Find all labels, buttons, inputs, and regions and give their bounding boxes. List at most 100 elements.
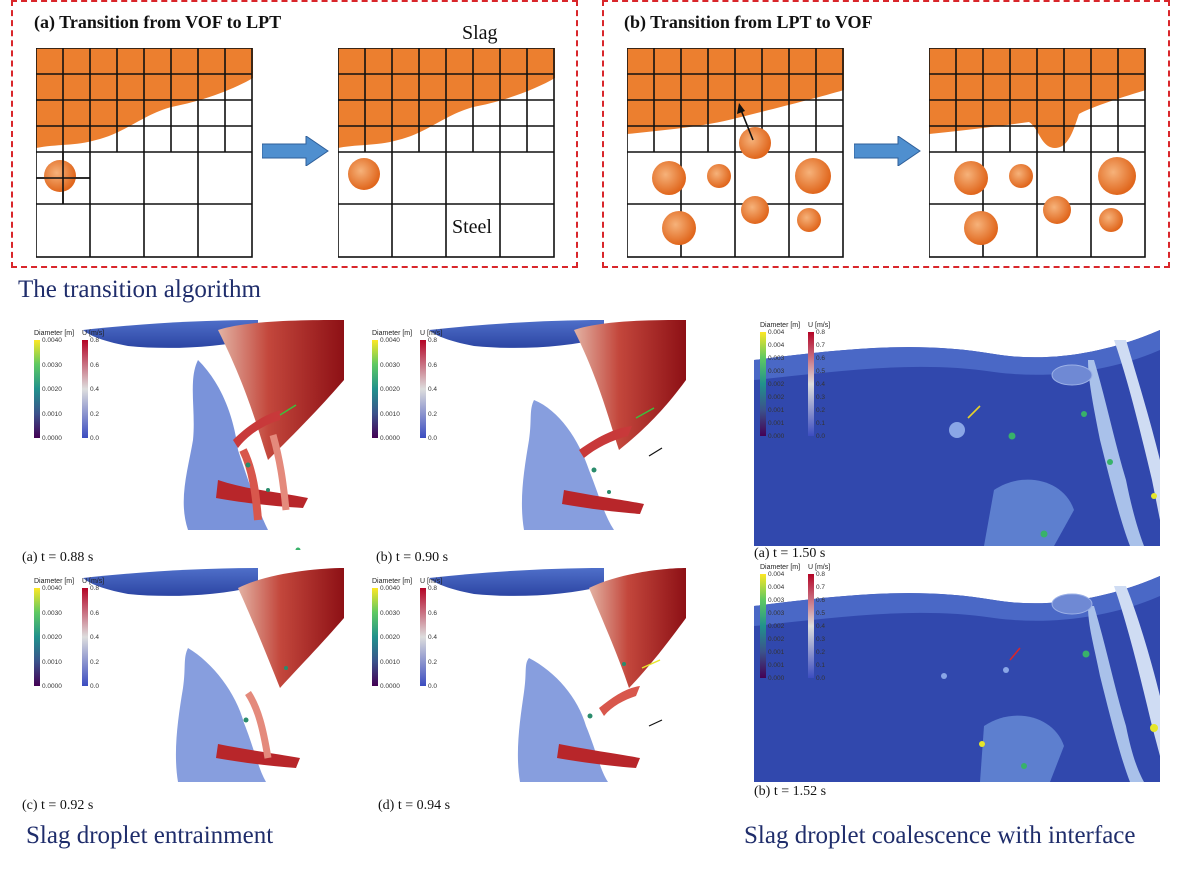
- coalesce-2-u-tick: 0.3: [816, 636, 826, 643]
- entrain-4-diameter-tick: 0.0040: [380, 585, 400, 592]
- coalesce-1-u-tick: 0.4: [816, 381, 826, 388]
- entrain-3-u-tick: 0.8: [90, 585, 100, 592]
- entrainment-label-4: (d) t = 0.94 s: [378, 798, 451, 813]
- coalescence-caption: Slag droplet coalescence with interface: [744, 822, 1136, 849]
- coalescence-frame-1: (a) t = 1.50 s: [754, 320, 1160, 561]
- coalesce-2-diameter-tick: 0.003: [768, 610, 785, 617]
- coalesce-2-u-title: U [m/s]: [808, 564, 831, 571]
- entrain-4-u-tick: 0.6: [428, 609, 438, 617]
- entrain-2-u-tick: 0.6: [428, 361, 438, 369]
- entrain-3-diameter-tick: 0.0010: [42, 658, 62, 666]
- entrain-4-diameter-title: Diameter [m]: [372, 578, 413, 585]
- entrain-4-diameter-tick: 0.0020: [380, 634, 400, 641]
- entrain-3-u-tick: 0.0: [90, 683, 100, 690]
- lpt-grid-before: [627, 48, 844, 258]
- coalesce-2-u-tick: 0.7: [816, 584, 826, 591]
- vof-grid-before: [36, 48, 253, 258]
- entrain-2-diameter-tick: 0.0030: [380, 361, 400, 369]
- slag-label: Slag: [462, 22, 498, 44]
- entrainment-frame-4: (d) t = 0.94 s: [364, 568, 694, 813]
- coalesce-2-diameter-tick: 0.002: [768, 623, 785, 630]
- coalesce-2-diameter-tick: 0.000: [768, 675, 785, 682]
- vof-grid-after: [338, 48, 555, 258]
- coalesce-1-diameter-tick: 0.003: [768, 355, 785, 362]
- lpt-grid-after: [929, 48, 1146, 258]
- panel-a-frame: [11, 0, 578, 268]
- coalesce-2-diameter-colorbar: [760, 574, 766, 678]
- entrain-1-u-title: U [m/s]: [82, 330, 105, 337]
- entrain-1-diameter-tick: 0.0010: [42, 410, 62, 418]
- entrain-2-diameter-tick: 0.0020: [380, 386, 400, 393]
- coalesce-2-diameter-tick: 0.004: [768, 571, 785, 578]
- entrainment-label-3: (c) t = 0.92 s: [22, 798, 94, 813]
- coalesce-2-u-tick: 0.6: [816, 597, 826, 604]
- entrain-4-u-tick: 0.4: [428, 634, 438, 641]
- entrainment-frame-1: (a) t = 0.88 s: [18, 320, 348, 565]
- entrainment-frame-2: (b) t = 0.90 s: [364, 320, 694, 565]
- coalesce-1-u-tick: 0.3: [816, 394, 826, 401]
- entrainment-caption: Slag droplet entrainment: [26, 822, 274, 849]
- coalesce-2-u-tick: 0.4: [816, 623, 826, 630]
- coalesce-2-u-tick: 0.8: [816, 571, 826, 578]
- coalesce-2-diameter-tick: 0.001: [768, 662, 785, 669]
- entrain-3-u-title: U [m/s]: [82, 578, 105, 585]
- coalesce-1-diameter-tick: 0.002: [768, 394, 785, 401]
- coalesce-1-u-tick: 0.0: [816, 433, 826, 440]
- coalesce-1-u-tick: 0.5: [816, 368, 826, 375]
- entrain-4-u-tick: 0.2: [428, 658, 438, 666]
- entrain-2-u-tick: 0.2: [428, 410, 438, 418]
- coalesce-2-u-tick: 0.5: [816, 610, 826, 617]
- coalesce-2-u-colorbar: [808, 574, 814, 678]
- coalesce-2-u-tick: 0.1: [816, 662, 826, 669]
- entrain-1-u-colorbar: [82, 340, 88, 438]
- coalescence-frame-2: (b) t = 1.52 s: [754, 566, 1160, 799]
- entrain-4-diameter-tick: 0.0030: [380, 609, 400, 617]
- entrain-3-diameter-tick: 0.0040: [42, 585, 62, 592]
- coalesce-1-diameter-tick: 0.002: [768, 381, 785, 388]
- entrain-3-u-tick: 0.2: [90, 658, 100, 666]
- entrainment-label-2: (b) t = 0.90 s: [376, 550, 449, 565]
- transition-arrow-a: [262, 136, 329, 166]
- entrain-2-u-tick: 0.4: [428, 386, 438, 393]
- coalesce-1-diameter-tick: 0.001: [768, 407, 785, 414]
- entrain-2-diameter-tick: 0.0000: [380, 435, 400, 442]
- entrain-1-diameter-tick: 0.0000: [42, 435, 62, 442]
- entrain-4-diameter-tick: 0.0010: [380, 658, 400, 666]
- coalesce-2-u-tick: 0.2: [816, 649, 826, 656]
- entrain-1-diameter-colorbar: [34, 340, 40, 438]
- entrain-4-u-colorbar: [420, 588, 426, 686]
- steel-label: Steel: [450, 216, 494, 239]
- coalesce-2-diameter-tick: 0.003: [768, 597, 785, 604]
- entrainment-frame-3: (c) t = 0.92 s: [18, 568, 348, 813]
- coalesce-2-diameter-tick: 0.002: [768, 636, 785, 643]
- transition-caption: The transition algorithm: [18, 276, 262, 303]
- transition-arrow-b: [854, 136, 921, 166]
- coalesce-1-u-title: U [m/s]: [808, 322, 831, 329]
- entrain-3-u-tick: 0.4: [90, 634, 100, 641]
- coalesce-1-diameter-tick: 0.001: [768, 420, 785, 427]
- entrain-2-u-tick: 0.8: [428, 337, 438, 344]
- entrain-3-u-colorbar: [82, 588, 88, 686]
- entrain-2-u-tick: 0.0: [428, 435, 438, 442]
- coalesce-1-diameter-tick: 0.004: [768, 342, 785, 349]
- entrain-2-u-colorbar: [420, 340, 426, 438]
- entrainment-label-1: (a) t = 0.88 s: [22, 550, 94, 565]
- entrain-1-diameter-tick: 0.0040: [42, 337, 62, 344]
- coalesce-1-u-tick: 0.7: [816, 342, 826, 349]
- panel-a-title: (a) Transition from VOF to LPT: [34, 12, 282, 32]
- entrain-2-diameter-tick: 0.0040: [380, 337, 400, 344]
- entrain-3-diameter-tick: 0.0020: [42, 634, 62, 641]
- entrain-1-u-tick: 0.2: [90, 410, 100, 418]
- coalesce-1-diameter-title: Diameter [m]: [760, 322, 801, 329]
- entrain-1-u-tick: 0.0: [90, 435, 100, 442]
- entrain-3-u-tick: 0.6: [90, 609, 100, 617]
- coalesce-1-u-tick: 0.6: [816, 355, 826, 362]
- entrain-1-diameter-tick: 0.0020: [42, 386, 62, 393]
- entrain-1-u-tick: 0.8: [90, 337, 100, 344]
- entrain-1-u-tick: 0.6: [90, 361, 100, 369]
- entrain-3-diameter-tick: 0.0000: [42, 683, 62, 690]
- coalesce-1-diameter-tick: 0.003: [768, 368, 785, 375]
- coalescence-label-1: (a) t = 1.50 s: [754, 546, 826, 561]
- entrain-4-u-tick: 0.0: [428, 683, 438, 690]
